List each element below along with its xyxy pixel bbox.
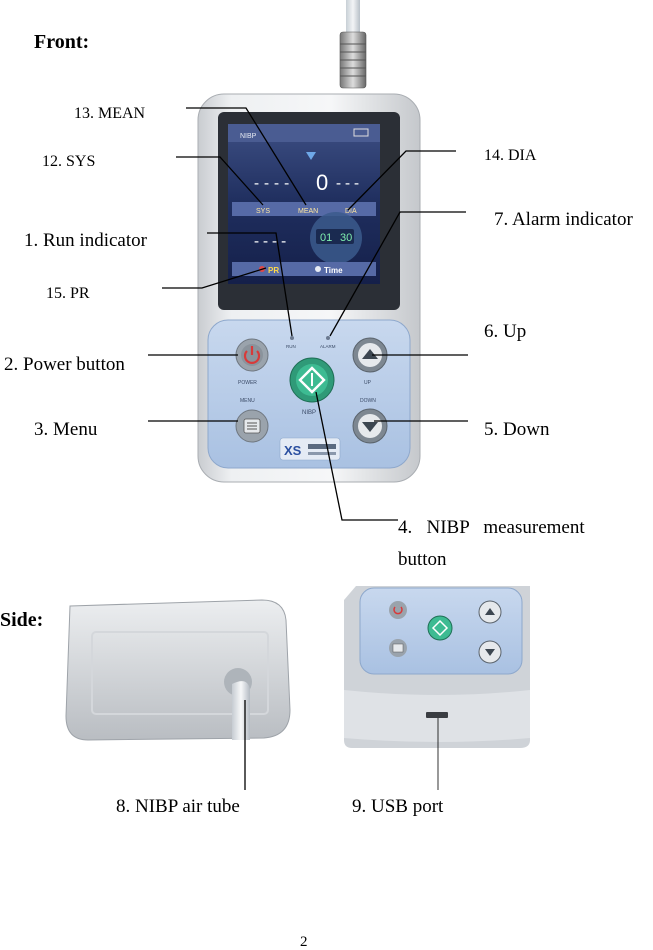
callout-menu: 3. Menu (34, 419, 98, 440)
svg-text:----: ---- (252, 174, 292, 192)
leader-nibp (315, 391, 398, 521)
callout-run-indicator: 1. Run indicator (24, 230, 147, 251)
leader-alarm (329, 211, 466, 337)
leader-pr (162, 267, 267, 289)
btn-nibp-label: NIBP (302, 410, 316, 416)
svg-text:---: --- (334, 174, 361, 192)
callout-nibp-button-line2: button (398, 549, 447, 570)
btn-power-label: POWER (238, 380, 257, 386)
screen-mode: NIBP (240, 133, 257, 140)
screen-mean: MEAN (298, 208, 318, 215)
screen-dia: DIA (345, 208, 357, 215)
brand-text: XS (284, 443, 302, 458)
side-power-icon (393, 606, 403, 615)
svg-text:----: ---- (252, 232, 288, 250)
callout-up: 6. Up (484, 321, 527, 342)
screen-pr: PR (268, 266, 279, 275)
callout-pr: 15. PR (46, 285, 90, 302)
front-heading: Front: (34, 31, 90, 53)
screen-sys: SYS (256, 208, 270, 215)
leader-run (207, 232, 293, 337)
leader-dia (347, 150, 456, 211)
usb-port-slot (426, 712, 448, 718)
led-alarm-label: ALARM (320, 344, 336, 349)
screen-time-label: Time (324, 266, 343, 275)
page-number: 2 (300, 934, 308, 950)
screen-time-hh: 01 (320, 232, 332, 244)
callout-alarm-indicator: 7. Alarm indicator (494, 209, 633, 230)
callout-nibp-button-line1: 4. NIBP measurement (398, 517, 585, 538)
screen-time-mm: 30 (340, 232, 352, 244)
callout-mean: 13. MEAN (74, 105, 146, 122)
led-run-label: RUN (286, 344, 296, 349)
screen-reading: 0 (316, 170, 328, 195)
callout-usb-port: 9. USB port (352, 796, 444, 817)
front-air-tube (346, 0, 360, 32)
callout-dia: 14. DIA (484, 147, 537, 164)
callout-power-button: 2. Power button (4, 354, 125, 375)
btn-menu-label: MENU (240, 398, 255, 404)
btn-up-label: UP (364, 380, 372, 386)
callout-air-tube: 8. NIBP air tube (116, 796, 240, 817)
leader-mean (186, 107, 307, 206)
btn-down-label: DOWN (360, 398, 376, 404)
callout-sys: 12. SYS (42, 153, 96, 170)
callout-down: 5. Down (484, 419, 550, 440)
up-arrow-icon (362, 349, 378, 359)
power-icon (243, 350, 261, 364)
nibp-icon (298, 366, 326, 394)
leader-sys (176, 156, 264, 206)
down-arrow-icon (362, 422, 378, 432)
side-heading: Side: (0, 609, 44, 631)
